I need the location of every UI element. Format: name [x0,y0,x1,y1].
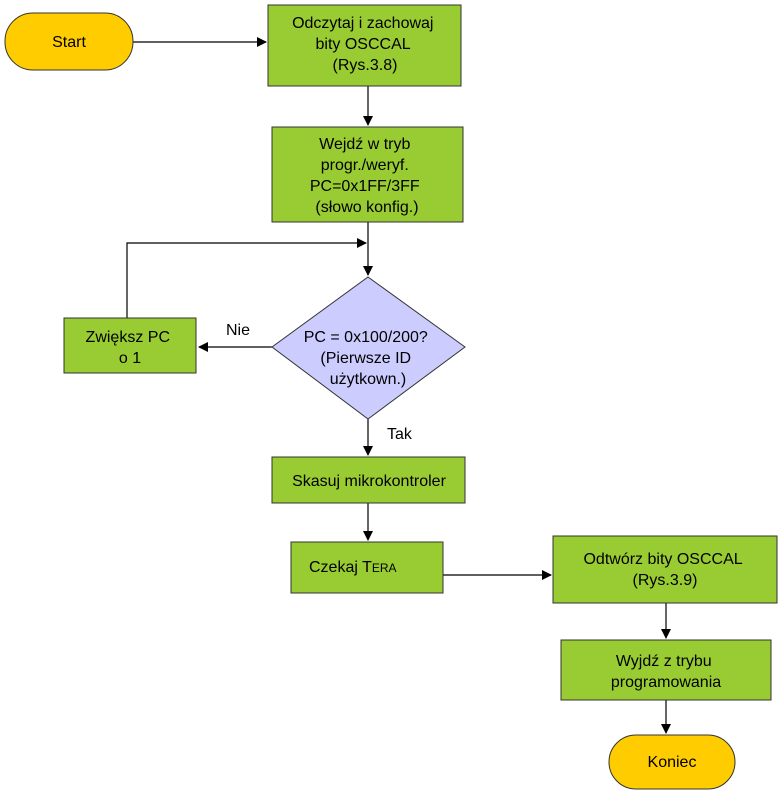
decision-diamond: PC = 0x100/200? (Pierwsze ID użytkown.) [271,276,466,420]
end-shape [608,734,736,790]
end-terminal: Koniec [608,734,736,790]
erase-shape [271,456,466,504]
increment-pc-line-1: Zwiększ PC [86,329,170,346]
connectors [126,37,671,734]
enter-mode-text: Wejdź w tryb progr./weryf. PC=0x1FF/3FF … [310,136,424,216]
read-osccal-box: Odczytaj i zachowaj bity OSCCAL (Rys.3.8… [267,4,462,87]
enter-mode-shape [271,126,464,223]
read-osccal-shape [267,4,462,87]
decision-line-2: (Pierwsze ID [320,350,411,367]
increment-pc-shape [63,317,197,374]
wait-shape [290,541,444,594]
enter-mode-box: Wejdź w tryb progr./weryf. PC=0x1FF/3FF … [271,126,464,223]
restore-osccal-box: Odtwórz bity OSCCAL (Rys.3.9) [552,535,778,604]
start-shape [4,12,134,71]
increment-pc-box: Zwiększ PC o 1 [63,317,197,374]
start-terminal: Start [4,12,134,71]
erase-label: Skasuj mikrokontroler [292,473,447,490]
wait-label-subscript: ERA [372,561,397,575]
wait-label-prefix: Czekaj T [309,559,372,576]
increment-pc-text: Zwiększ PC o 1 [86,329,175,367]
exit-mode-line-2: programowania [611,674,721,691]
exit-mode-line-1: Wyjdź z trybu [616,653,712,670]
arrow-loop-back [126,238,367,318]
edge-label-no: Nie [226,322,250,339]
erase-box: Skasuj mikrokontroler [271,456,466,504]
read-osccal-line-1: Odczytaj i zachowaj [292,15,433,32]
enter-mode-line-3: PC=0x1FF/3FF [310,178,420,195]
increment-pc-line-2: o 1 [119,350,141,367]
read-osccal-text: Odczytaj i zachowaj bity OSCCAL (Rys.3.8… [292,15,438,74]
wait-text: Czekaj TERA [309,559,397,576]
exit-mode-box: Wyjdź z trybu programowania [560,639,772,701]
restore-osccal-text: Odtwórz bity OSCCAL (Rys.3.9) [583,551,746,589]
end-label: Koniec [648,754,697,771]
enter-mode-line-2: progr./weryf. [321,157,409,174]
restore-osccal-line-2: (Rys.3.9) [633,572,698,589]
decision-line-3: użytkown.) [330,371,406,388]
decision-shape [271,276,466,420]
start-label: Start [52,34,86,51]
restore-osccal-line-1: Odtwórz bity OSCCAL [583,551,742,568]
edge-label-yes: Tak [387,426,413,443]
exit-mode-text: Wyjdź z trybu programowania [611,653,721,691]
enter-mode-line-4: (słowo konfig.) [315,199,418,216]
read-osccal-line-3: (Rys.3.8) [333,57,398,74]
decision-text: PC = 0x100/200? (Pierwsze ID użytkown.) [304,329,433,388]
restore-osccal-shape [552,535,778,604]
enter-mode-line-1: Wejdź w tryb [319,136,410,153]
decision-line-1: PC = 0x100/200? [304,329,428,346]
wait-box: Czekaj TERA [290,541,444,594]
read-osccal-line-2: bity OSCCAL [316,36,411,53]
exit-mode-shape [560,639,772,701]
